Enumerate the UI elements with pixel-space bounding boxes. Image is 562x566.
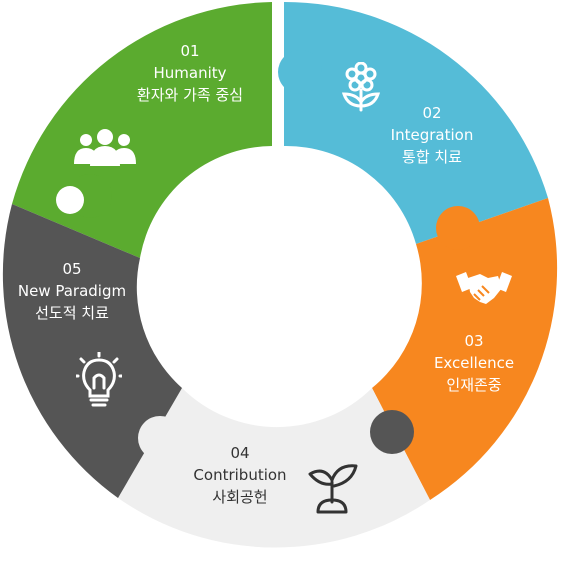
integration-subtitle: 통합 치료 (402, 148, 462, 166)
handshake-icon (456, 272, 512, 304)
humanity-title: Humanity (153, 64, 227, 82)
knob-new-paradigm (370, 410, 414, 454)
new-paradigm-subtitle: 선도적 치료 (35, 304, 109, 322)
label-excellence: 03 Excellence 인재존중 (394, 330, 554, 396)
integration-number: 02 (422, 104, 442, 122)
knob-contribution (138, 416, 182, 460)
integration-title: Integration (390, 126, 474, 144)
segment-integration (284, 1, 548, 245)
excellence-title: Excellence (433, 354, 515, 372)
new-paradigm-number: 05 (62, 260, 82, 278)
contribution-number: 04 (230, 444, 250, 462)
knob-integration (278, 50, 322, 94)
notch-1 (56, 186, 84, 214)
people-icon (74, 129, 136, 166)
segment-contribution (118, 388, 430, 548)
label-contribution: 04 Contribution 사회공헌 (160, 442, 320, 508)
label-humanity: 01 Humanity 환자와 가족 중심 (110, 40, 270, 106)
flower-icon (341, 62, 381, 112)
excellence-subtitle: 인재존중 (446, 376, 502, 394)
humanity-number: 01 (180, 42, 200, 60)
label-integration: 02 Integration 통합 치료 (352, 102, 512, 168)
segment-new-paradigm (2, 204, 183, 498)
label-new-paradigm: 05 New Paradigm 선도적 치료 (0, 258, 152, 324)
new-paradigm-title: New Paradigm (17, 282, 127, 300)
contribution-subtitle: 사회공헌 (212, 488, 268, 506)
lightbulb-icon (76, 352, 122, 407)
contribution-title: Contribution (193, 466, 287, 484)
knob-excellence (436, 206, 480, 250)
sprout-icon (308, 464, 358, 514)
segment-excellence (372, 198, 558, 500)
excellence-number: 03 (464, 332, 484, 350)
humanity-subtitle: 환자와 가족 중심 (136, 86, 244, 104)
